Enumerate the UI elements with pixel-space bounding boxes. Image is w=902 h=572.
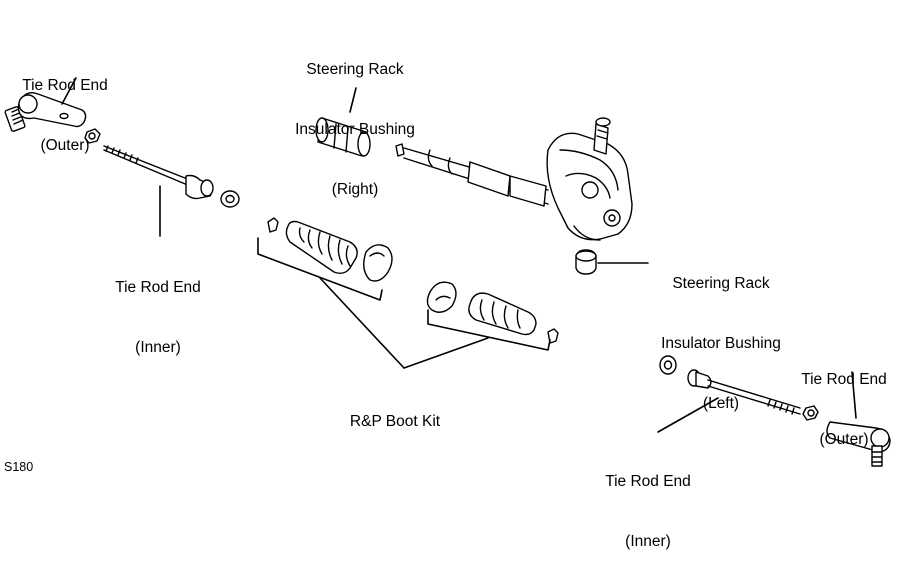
tie-rod-end-inner-right (687, 369, 801, 415)
boot-clip-small-left (267, 217, 279, 233)
rack-insulator-bushing-left (575, 249, 597, 275)
label-rack-bushing-left: Steering Rack Insulator Bushing (Left) (661, 275, 781, 412)
lock-washer-left (220, 190, 240, 208)
label-tie-rod-end-inner-right: Tie Rod End (Inner) (605, 473, 691, 550)
exploded-parts-diagram: Tie Rod End (Outer) Steering Rack Insula… (4, 61, 891, 550)
label-tie-rod-end-outer-right: Tie Rod End (Outer) (801, 371, 887, 448)
tie-rod-end-inner-left (103, 145, 214, 200)
boot-clamp-large-right (426, 281, 457, 313)
figure-id: S180 (4, 460, 34, 474)
jam-nut-left (84, 128, 101, 144)
rack-insulator-bushing-right (315, 117, 371, 157)
boot-clamp-large-left (363, 244, 393, 282)
leader-lines (61, 77, 857, 433)
label-tie-rod-end-outer-left: Tie Rod End (Outer) (22, 77, 108, 154)
tie-rod-end-outer-right (826, 421, 891, 467)
jam-nut-right (802, 405, 819, 421)
lock-washer-right (659, 355, 677, 375)
rack-boot-left (285, 220, 358, 275)
diagram-canvas (4, 77, 891, 467)
rack-boot-right (468, 292, 537, 336)
steering-rack-assembly (395, 117, 633, 241)
tie-rod-end-outer-left (4, 91, 87, 132)
label-rack-bushing-right: Steering Rack Insulator Bushing (Right) (295, 61, 415, 198)
label-boot-kit: R&P Boot Kit (349, 413, 441, 430)
label-tie-rod-end-inner-left: Tie Rod End (Inner) (115, 279, 201, 356)
